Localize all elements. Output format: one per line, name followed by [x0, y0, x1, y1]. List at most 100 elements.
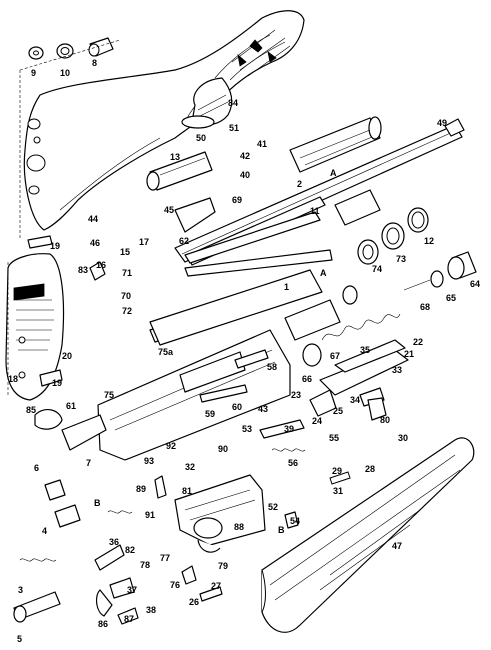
callout: 65 [446, 293, 456, 303]
callout: 24 [312, 416, 322, 426]
callout: 47 [392, 541, 402, 551]
callout: 45 [164, 205, 174, 215]
callout: 38 [146, 605, 156, 615]
callout: 2 [297, 179, 302, 189]
callout: 40 [240, 170, 250, 180]
callout: B [278, 525, 285, 535]
callout: 55 [329, 433, 339, 443]
callout: B [94, 498, 101, 508]
callout: 43 [258, 404, 268, 414]
callout: 60 [232, 402, 242, 412]
callout: 20 [62, 351, 72, 361]
grip-adapter-icon [181, 77, 233, 129]
callout: 74 [372, 264, 382, 274]
callout: 75 [104, 390, 114, 400]
callout: 76 [170, 580, 180, 590]
callout: 6 [34, 463, 39, 473]
callout: 41 [257, 139, 267, 149]
callout: 7 [86, 458, 91, 468]
callout-labels: 9 10 8 84 50 51 49 41 42 13 40 2 A 69 45… [8, 58, 480, 644]
stock-bolt-parts-icon [19, 37, 121, 240]
callout: 28 [365, 464, 375, 474]
callout: 85 [26, 405, 36, 415]
recoil-pad-icon [5, 253, 65, 401]
callout: 88 [234, 522, 244, 532]
callout: 8 [92, 58, 97, 68]
callout: 21 [404, 349, 414, 359]
callout: 83 [78, 265, 88, 275]
callout: 50 [196, 133, 206, 143]
callout: 69 [232, 195, 242, 205]
callout: 86 [98, 619, 108, 629]
callout: 82 [125, 545, 135, 555]
callout: 11 [310, 206, 320, 216]
magazine-cap-parts-icon [357, 207, 477, 291]
callout: 67 [330, 351, 340, 361]
bolt-icon [149, 269, 358, 346]
callout: 58 [267, 362, 277, 372]
callout: 42 [240, 151, 250, 161]
callout: 18 [8, 374, 18, 384]
callout: 77 [160, 553, 170, 563]
callout: 35 [360, 345, 370, 355]
callout: 26 [189, 597, 199, 607]
magazine-follower-parts-icon [13, 414, 133, 623]
callout: A [320, 268, 327, 278]
callout: 16 [96, 260, 106, 270]
callout: 62 [179, 236, 189, 246]
callout: 44 [88, 214, 98, 224]
callout: 68 [420, 302, 430, 312]
callout: 81 [182, 486, 192, 496]
callout: 25 [333, 406, 343, 416]
trigger-pins-springs-icon [199, 349, 351, 485]
callout: 39 [284, 424, 294, 434]
callout: 51 [229, 123, 239, 133]
callout: 33 [392, 365, 402, 375]
callout: 17 [139, 237, 149, 247]
callout: 10 [60, 68, 70, 78]
callout: 93 [144, 456, 154, 466]
callout: 3 [18, 585, 23, 595]
callout: 92 [166, 441, 176, 451]
callout: 1 [284, 282, 289, 292]
callout: A [330, 168, 337, 178]
callout: 72 [122, 306, 132, 316]
callout: 54 [290, 516, 300, 526]
callout: 64 [470, 279, 480, 289]
callout: 87 [124, 614, 134, 624]
callout: 59 [205, 409, 215, 419]
callout: 34 [350, 395, 360, 405]
callout: 84 [228, 98, 238, 108]
callout: 22 [413, 337, 423, 347]
callout: 52 [268, 502, 278, 512]
callout: 53 [242, 424, 252, 434]
callout: 37 [127, 585, 137, 595]
callout: 79 [218, 561, 228, 571]
callout: 91 [145, 510, 155, 520]
action-bars-icon [174, 197, 333, 277]
callout: 61 [66, 401, 76, 411]
callout: 13 [170, 152, 180, 162]
callout: 90 [218, 444, 228, 454]
magazine-extension-icon [289, 116, 382, 173]
gas-cylinder-icon [146, 151, 213, 191]
callout: 27 [211, 581, 221, 591]
callout: 66 [302, 374, 312, 384]
callout: 78 [140, 560, 150, 570]
callout: 56 [288, 458, 298, 468]
buttstock-icon [23, 10, 305, 231]
callout: 31 [333, 486, 343, 496]
callout: 15 [120, 247, 130, 257]
forearm-icon [261, 437, 475, 633]
callout: 89 [136, 484, 146, 494]
callout: 80 [380, 415, 390, 425]
callout: 5 [17, 634, 22, 644]
callout: 32 [185, 462, 195, 472]
callout: 23 [291, 390, 301, 400]
firing-pin-parts-icon [27, 235, 106, 430]
callout: 71 [122, 268, 132, 278]
callout: 70 [121, 291, 131, 301]
callout: 12 [424, 236, 434, 246]
